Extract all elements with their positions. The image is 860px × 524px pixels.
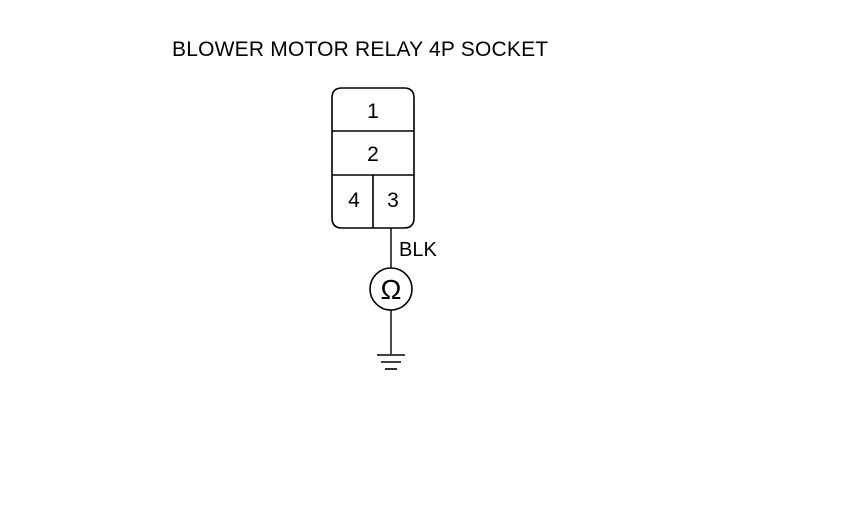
ground-icon: [377, 354, 405, 370]
pin-3-label: 3: [387, 189, 399, 212]
ohm-symbol: Ω: [381, 274, 402, 305]
relay-socket-connector: [331, 87, 415, 229]
pin-2-label: 2: [367, 143, 379, 166]
pin-1-label: 1: [367, 100, 379, 123]
diagram-title: BLOWER MOTOR RELAY 4P SOCKET: [172, 38, 549, 61]
wire-color-label: BLK: [399, 239, 437, 261]
pin-4-label: 4: [348, 189, 360, 212]
ohmmeter-icon: Ω: [369, 267, 413, 311]
